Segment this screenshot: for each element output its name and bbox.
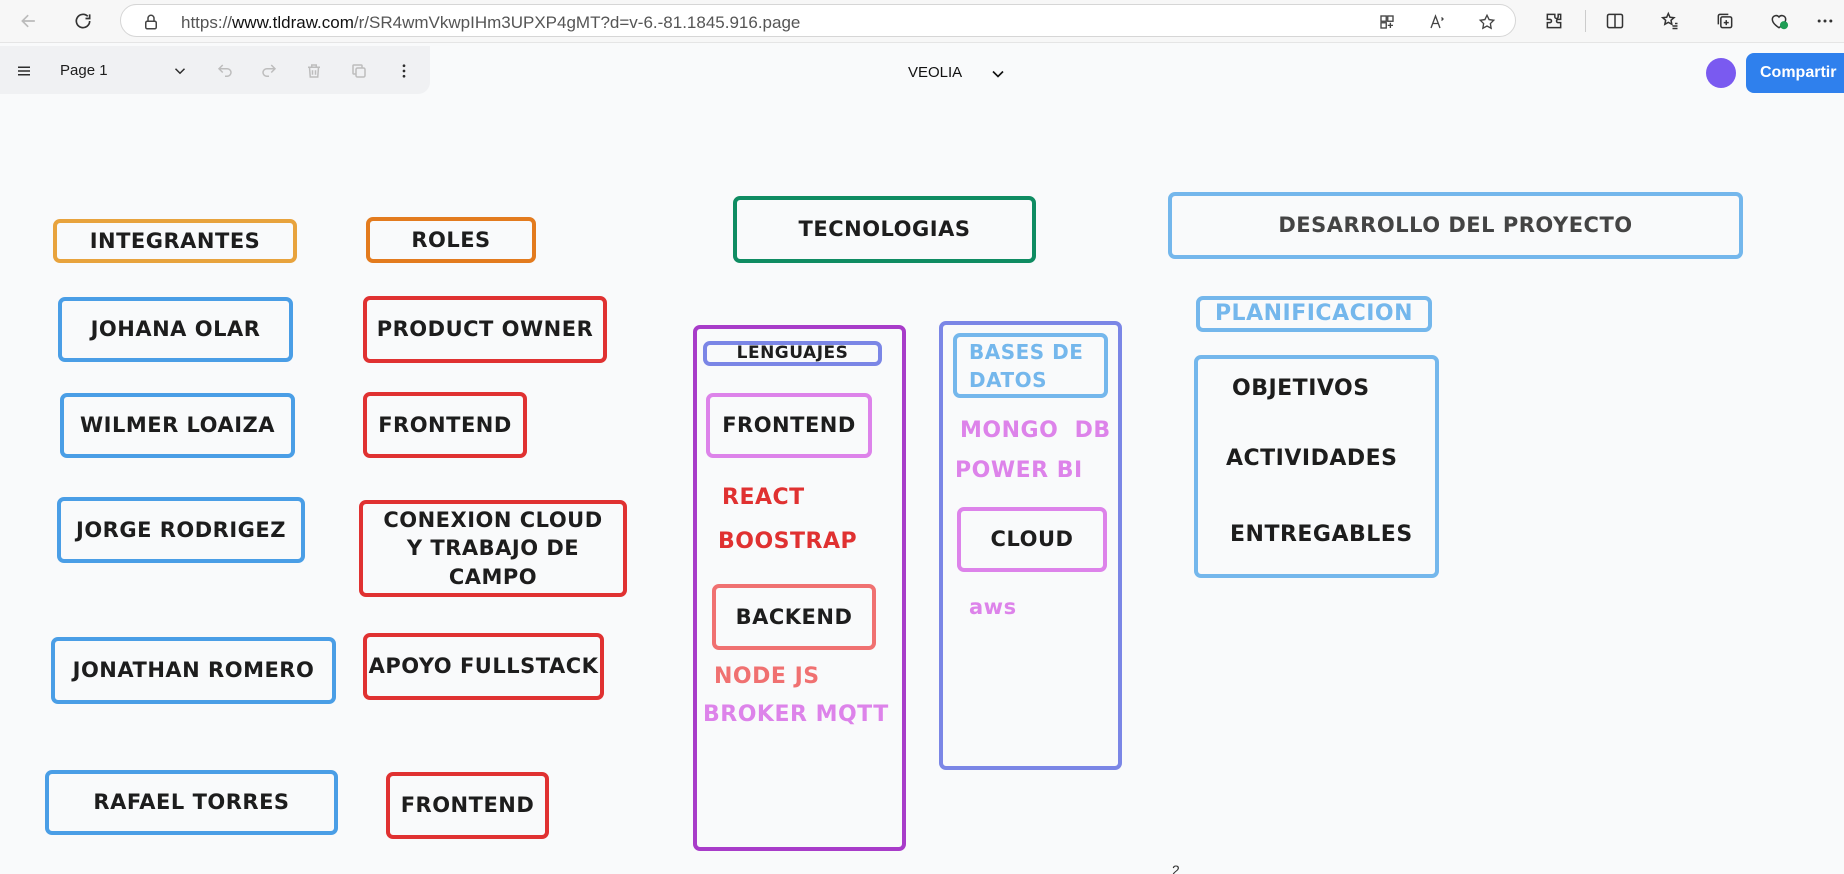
tech-react[interactable]: REACT [722, 485, 805, 510]
lenguajes-title[interactable]: LENGUAJES [703, 341, 882, 366]
tech-boostrap[interactable]: BOOSTRAP [718, 529, 858, 554]
integrantes-header[interactable]: INTEGRANTES [53, 219, 297, 263]
browser-essentials-icon[interactable] [1766, 9, 1792, 33]
tech-power-bi[interactable]: POWER BI [955, 458, 1083, 483]
share-button[interactable]: Compartir [1746, 53, 1844, 93]
planificacion-label[interactable]: PLANIFICACION [1196, 296, 1432, 332]
page-indicator: 2 [1172, 862, 1180, 874]
planificacion-container[interactable] [1194, 355, 1439, 578]
role-apoyo-fullstack[interactable]: APOYO FULLSTACK [363, 633, 604, 700]
member-jonathan-romero[interactable]: JONATHAN ROMERO [51, 637, 336, 704]
roles-header[interactable]: ROLES [366, 217, 536, 263]
document-chevron-down-icon[interactable] [988, 64, 1008, 84]
app-available-icon[interactable] [1377, 12, 1397, 32]
page-name[interactable]: Page 1 [60, 62, 108, 79]
lenguajes-frontend[interactable]: FRONTEND [706, 393, 872, 458]
redo-icon[interactable] [254, 56, 284, 86]
document-title[interactable]: VEOLIA [908, 64, 963, 81]
bases-de-datos-container[interactable] [939, 321, 1122, 770]
member-jorge-rodrigez[interactable]: JORGE RODRIGEZ [57, 497, 305, 563]
lock-icon[interactable] [141, 12, 161, 32]
item-objetivos[interactable]: OBJETIVOS [1232, 376, 1370, 401]
undo-icon[interactable] [210, 56, 240, 86]
split-screen-icon[interactable] [1602, 9, 1628, 33]
lenguajes-container[interactable] [693, 325, 906, 851]
toolbar-divider [1585, 10, 1586, 32]
member-johana-olar[interactable]: JOHANA OLAR [58, 297, 293, 362]
browser-toolbar: https://www.tldraw.com/r/SR4wmVkwpIHm3UP… [0, 0, 1844, 43]
cloud-box[interactable]: CLOUD [957, 507, 1107, 572]
role-product-owner[interactable]: PRODUCT OWNER [363, 296, 607, 363]
desarrollo-header[interactable]: DESARROLLO DEL PROYECTO [1168, 192, 1743, 259]
refresh-icon[interactable] [68, 6, 98, 36]
role-frontend-2[interactable]: FRONTEND [386, 772, 549, 839]
bases-de-datos-title[interactable]: BASES DE DATOS [953, 333, 1108, 398]
trash-icon[interactable] [299, 56, 329, 86]
favorites-list-icon[interactable] [1657, 9, 1683, 33]
item-entregables[interactable]: ENTREGABLES [1230, 522, 1413, 547]
tldraw-menu-panel: Page 1 [0, 46, 430, 94]
tech-mongo-db[interactable]: MONGO DB [960, 418, 1111, 443]
url-text[interactable]: https://www.tldraw.com/r/SR4wmVkwpIHm3UP… [181, 13, 801, 32]
back-arrow-icon[interactable] [14, 6, 44, 36]
member-wilmer-loaiza[interactable]: WILMER LOAIZA [60, 393, 295, 458]
member-rafael-torres[interactable]: RAFAEL TORRES [45, 770, 338, 835]
page-chevron-down-icon[interactable] [165, 56, 195, 86]
tech-broker-mqtt[interactable]: BROKER MQTT [703, 702, 889, 727]
address-bar[interactable]: https://www.tldraw.com/r/SR4wmVkwpIHm3UP… [120, 4, 1516, 37]
duplicate-icon[interactable] [344, 56, 374, 86]
tech-aws[interactable]: aws [969, 595, 1017, 619]
hamburger-menu-icon[interactable] [9, 56, 39, 86]
favorite-star-icon[interactable] [1477, 12, 1497, 32]
more-menu-icon[interactable] [1812, 9, 1838, 33]
user-avatar[interactable] [1706, 58, 1736, 88]
more-actions-icon[interactable] [389, 56, 419, 86]
tecnologias-header[interactable]: TECNOLOGIAS [733, 196, 1036, 263]
lenguajes-backend[interactable]: BACKEND [712, 584, 876, 650]
extensions-icon[interactable] [1541, 9, 1567, 33]
tech-node-js[interactable]: NODE JS [714, 664, 820, 689]
role-conexion-cloud[interactable]: CONEXION CLOUD Y TRABAJO DE CAMPO [359, 500, 627, 597]
read-aloud-icon[interactable] [1427, 12, 1447, 32]
collections-icon[interactable] [1712, 9, 1738, 33]
item-actividades[interactable]: ACTIVIDADES [1226, 446, 1398, 471]
role-frontend[interactable]: FRONTEND [363, 392, 527, 458]
